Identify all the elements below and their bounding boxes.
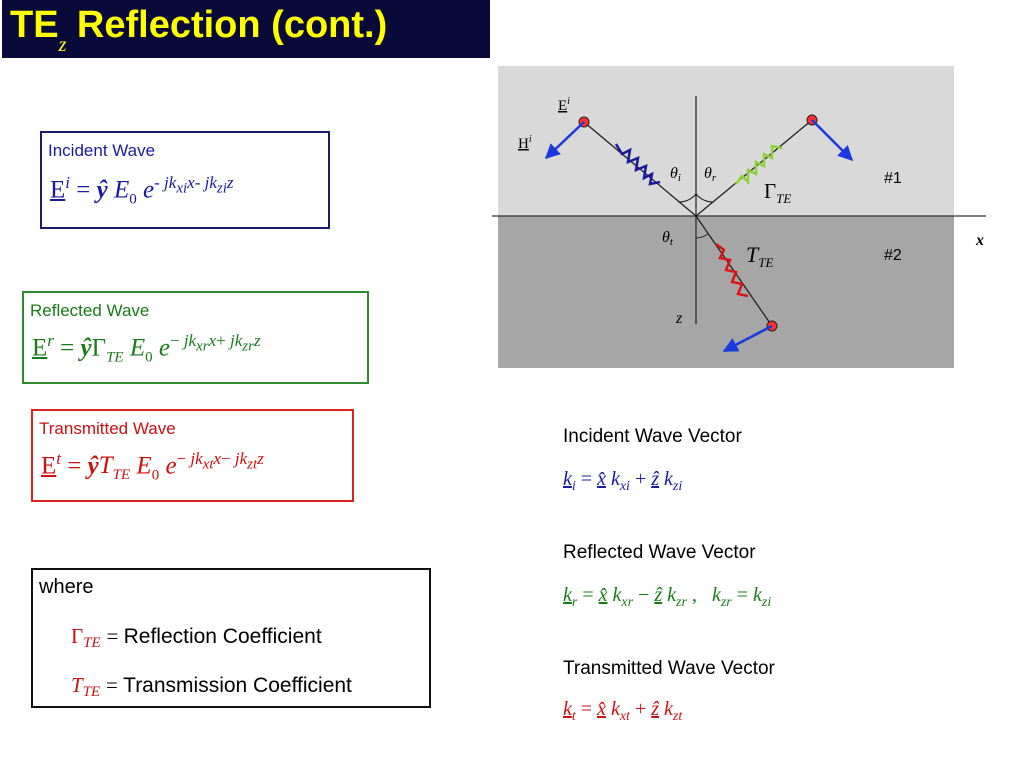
gamma-definition-text: Reflection Coefficient <box>123 625 322 648</box>
incident-wave-equation: Ei = ŷ E0 e- jkxix- jkziz <box>50 173 234 208</box>
title-main: TE <box>10 4 59 46</box>
gamma-definition: ΓTE = Reflection Coefficient <box>71 624 322 651</box>
transmitted-wave-box: Transmitted Wave Et = ŷTTE E0 e− jkxtx− … <box>31 409 354 502</box>
slide-title: TEz Reflection (cont.) <box>10 4 387 57</box>
title-rest: Reflection (cont.) <box>66 4 388 46</box>
reflected-wave-squiggle <box>735 144 783 186</box>
title-bar <box>2 0 490 58</box>
where-box: where ΓTE = Reflection Coefficient TTE =… <box>31 568 431 708</box>
t-te-label: TTE <box>746 242 773 270</box>
incident-wave-squiggle <box>614 143 661 186</box>
region-1-label: #1 <box>884 170 902 187</box>
transmitted-wave-equation: Et = ŷTTE E0 e− jkxtx− jkztz <box>41 449 264 484</box>
where-label: where <box>39 576 94 598</box>
incident-wave-box: Incident Wave Ei = ŷ E0 e- jkxix- jkziz <box>40 131 330 229</box>
theta-i-label: θi <box>670 165 681 184</box>
transmitted-arrow <box>722 324 773 353</box>
theta-r-arc <box>695 193 715 203</box>
incident-vector-equation: ki = x̂ kxi + ẑ kzi <box>563 468 683 494</box>
h-label: Hi <box>518 134 532 152</box>
transmitted-wave-label: Transmitted Wave <box>39 419 176 438</box>
title-subscript: z <box>58 34 67 56</box>
theta-i-arc <box>677 193 697 203</box>
t-definition: TTE = Transmission Coefficient <box>71 673 352 700</box>
z-axis-label: z <box>675 310 683 327</box>
region-1 <box>498 66 954 216</box>
reflected-wave-box: Reflected Wave Er = ŷΓTE E0 e− jkxrx+ jk… <box>22 291 369 384</box>
reflected-wave-label: Reflected Wave <box>30 301 150 320</box>
reflected-arrow <box>811 119 854 162</box>
theta-t-arc <box>695 233 709 239</box>
transmitted-vector-equation: kt = x̂ kxt + ẑ kzt <box>563 698 683 724</box>
incident-wave-label: Incident Wave <box>48 141 156 160</box>
theta-t-label: θt <box>662 229 674 248</box>
t-definition-text: Transmission Coefficient <box>123 674 352 697</box>
region-2-label: #2 <box>884 247 902 264</box>
e-label: Ei <box>558 96 570 114</box>
reflected-vector-equation: kr = x̂ kxr − ẑ kzr , kzr = kzi <box>563 584 772 610</box>
incident-h-arrow <box>544 121 585 160</box>
gamma-te-label: ΓTE <box>764 179 791 206</box>
reflection-diagram: Ei Hi θi θr θt ΓTE TTE #1 #2 x z <box>492 66 986 368</box>
transmitted-vector-title: Transmitted Wave Vector <box>563 658 775 679</box>
incident-vector-title: Incident Wave Vector <box>563 426 742 447</box>
reflected-ray <box>695 119 813 217</box>
transmitted-wave-squiggle <box>715 243 749 298</box>
x-axis-label: x <box>975 232 984 249</box>
region-2 <box>498 216 954 368</box>
reflected-wave-equation: Er = ŷΓTE E0 e− jkxrx+ jkzrz <box>32 331 261 366</box>
reflected-vector-title: Reflected Wave Vector <box>563 542 756 563</box>
